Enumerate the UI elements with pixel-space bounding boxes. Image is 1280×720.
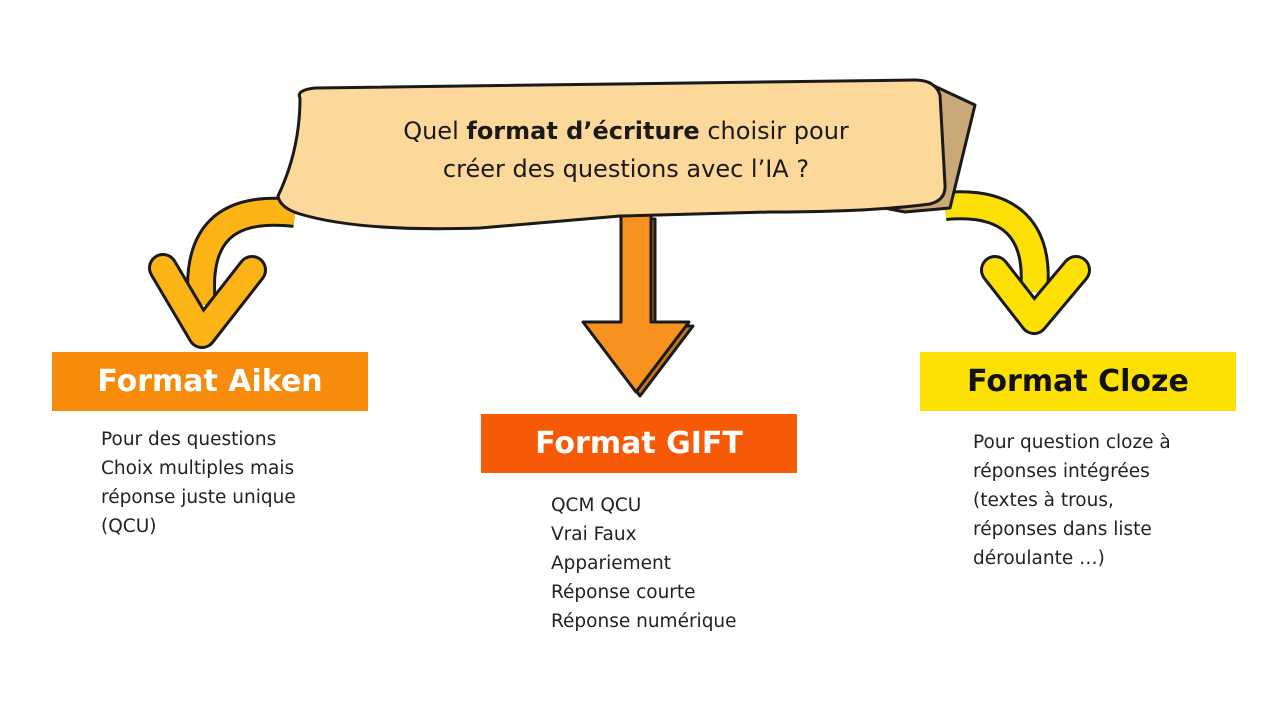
list-item: Pour question cloze à <box>973 432 1171 453</box>
question-emphasis: format d’écriture <box>466 117 700 145</box>
format-gift-list: QCM QCU Vrai Faux Appariement Réponse co… <box>551 491 737 636</box>
arrow-curve-aiken <box>148 196 297 349</box>
format-cloze-box: Format Cloze <box>920 352 1236 411</box>
question-prefix: Quel <box>403 117 467 145</box>
arrow-curve-cloze <box>943 190 1091 335</box>
list-item: Choix multiples mais <box>101 458 295 479</box>
list-item: (QCU) <box>101 516 157 537</box>
format-aiken-description: Pour des questions Choix multiples mais … <box>101 425 296 541</box>
format-cloze-description: Pour question cloze à réponses intégrées… <box>973 428 1171 573</box>
question-text: Quel format d’écriture choisir pour crée… <box>300 112 952 188</box>
format-gift-title: Format GIFT <box>535 426 743 461</box>
question-line-2: créer des questions avec l’IA ? <box>442 155 810 183</box>
list-item: (textes à trous, <box>973 490 1114 511</box>
format-gift-box: Format GIFT <box>481 414 797 473</box>
question-banner <box>276 78 977 231</box>
list-item: Réponse courte <box>551 582 696 603</box>
list-item: Pour des questions <box>101 429 277 450</box>
list-item: réponse juste unique <box>101 487 296 508</box>
list-item: déroulante …) <box>973 548 1105 569</box>
list-item: Réponse numérique <box>551 611 737 632</box>
list-item: réponses intégrées <box>973 461 1150 482</box>
arrow-down-gift <box>581 213 695 398</box>
list-item: Vrai Faux <box>551 524 637 545</box>
list-item: Appariement <box>551 553 671 574</box>
format-cloze-title: Format Cloze <box>967 364 1189 399</box>
question-suffix: choisir pour <box>699 117 849 145</box>
list-item: réponses dans liste <box>973 519 1152 540</box>
format-aiken-box: Format Aiken <box>52 352 368 411</box>
question-line-1: Quel format d’écriture choisir pour <box>300 112 952 150</box>
list-item: QCM QCU <box>551 495 642 516</box>
format-aiken-title: Format Aiken <box>97 364 323 399</box>
